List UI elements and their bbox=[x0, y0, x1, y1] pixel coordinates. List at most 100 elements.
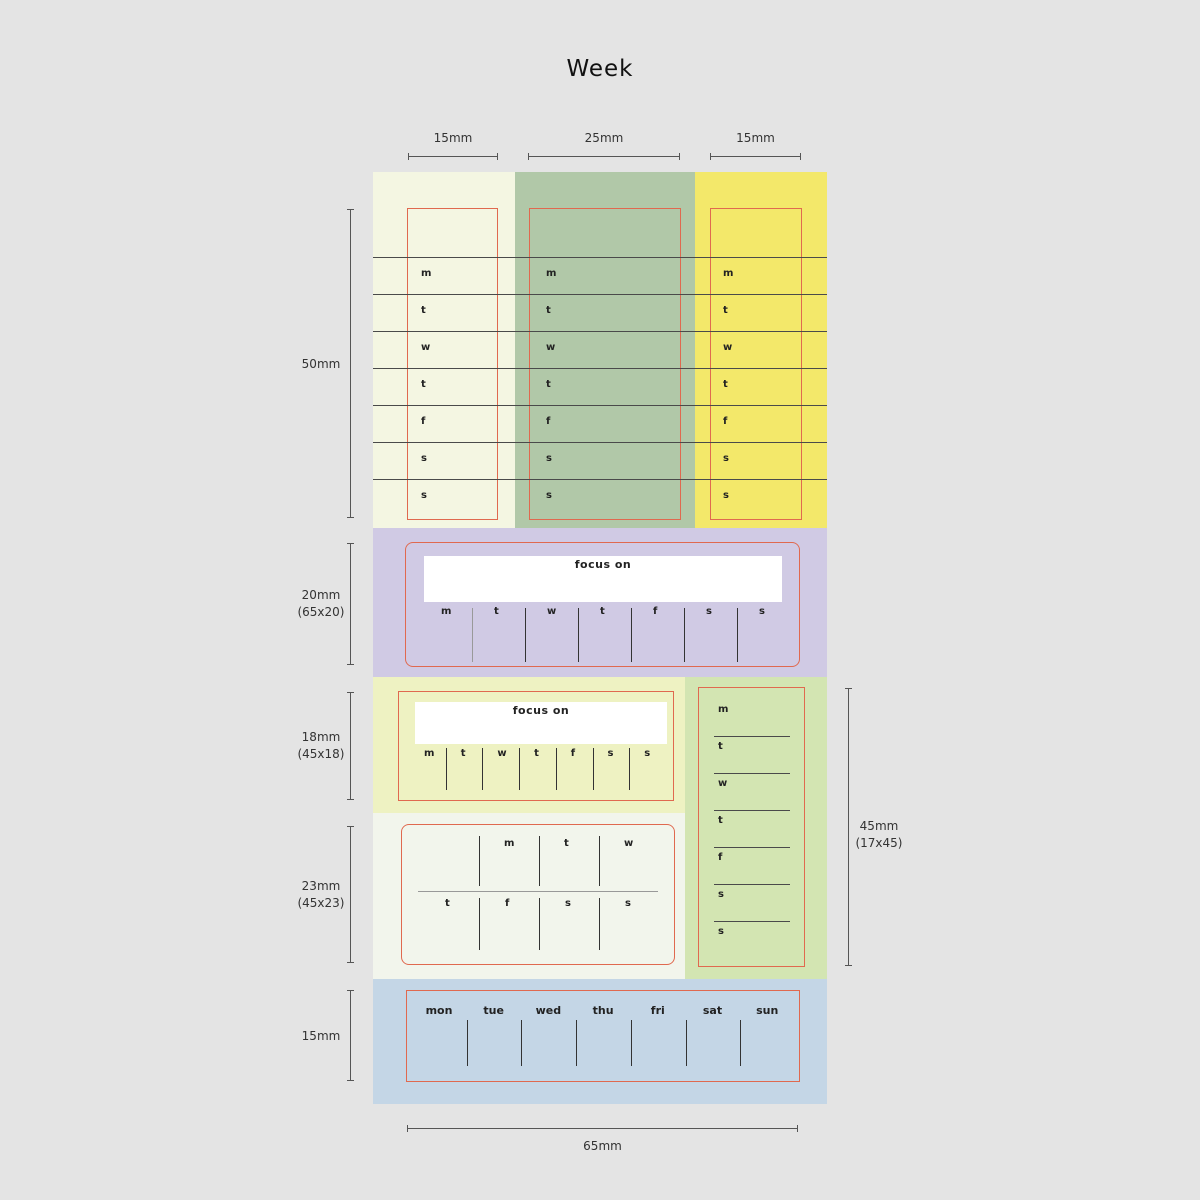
weekday-label-0: mon bbox=[425, 1004, 453, 1017]
focus-small-day-4: f bbox=[570, 748, 576, 759]
dim-right-sublabel: (17x45) bbox=[855, 836, 903, 850]
grid-panel bbox=[373, 813, 685, 979]
focus-wide-day-4: f bbox=[653, 606, 658, 617]
week-row-rule-5 bbox=[373, 442, 827, 443]
focus-small-day-5: s bbox=[607, 748, 614, 759]
week-column-cream-day-6: s bbox=[421, 490, 427, 501]
dim-right-line bbox=[845, 688, 852, 966]
grid-bottom-divider-1 bbox=[479, 898, 480, 950]
dim-line-mid bbox=[528, 153, 680, 160]
grid-bottom-day-1: f bbox=[505, 898, 510, 909]
focus-box-wide bbox=[424, 556, 782, 602]
focus-small-divider-5 bbox=[592, 748, 594, 790]
day-list-day-1: t bbox=[718, 741, 723, 752]
weekday-divider-6 bbox=[740, 1020, 742, 1066]
week-column-cream-day-5: s bbox=[421, 453, 427, 464]
day-list-rule-3 bbox=[714, 810, 790, 811]
dim-right-label: 45mm bbox=[859, 819, 899, 833]
grid-top-divider-2 bbox=[599, 836, 600, 886]
day-list-day-4: f bbox=[718, 852, 723, 863]
dim-row2-sublabel: (65x20) bbox=[297, 605, 345, 619]
grid-top-day-0: m bbox=[504, 838, 515, 849]
week-column-sage bbox=[515, 172, 695, 528]
day-list-rule-1 bbox=[714, 736, 790, 737]
focus-wide-divider-6 bbox=[737, 608, 738, 662]
dim-row3-sublabel: (45x18) bbox=[297, 747, 345, 761]
focus-small-day-0: m bbox=[424, 748, 435, 759]
day-list-panel bbox=[685, 677, 827, 979]
grid-bottom-day-2: s bbox=[565, 898, 571, 909]
week-column-yellow-day-0: m bbox=[723, 268, 734, 279]
focus-box-small bbox=[415, 702, 667, 744]
day-list-panel-frame bbox=[698, 687, 805, 967]
dim-line-left bbox=[408, 153, 498, 160]
grid-panel-divider bbox=[418, 891, 658, 892]
week-column-sage-day-3: t bbox=[546, 379, 551, 390]
week-row-rule-6 bbox=[373, 479, 827, 480]
dim-row4-line bbox=[347, 826, 354, 963]
grid-top-day-1: t bbox=[564, 838, 569, 849]
dim-bottom-line bbox=[407, 1125, 798, 1132]
weekday-divider-3 bbox=[576, 1020, 578, 1066]
focus-small-divider-1 bbox=[445, 748, 447, 790]
focus-panel-wide-frame bbox=[405, 542, 800, 667]
grid-top-divider-1 bbox=[539, 836, 540, 886]
weekday-panel bbox=[373, 979, 827, 1104]
focus-wide-day-6: s bbox=[759, 606, 765, 617]
focus-wide-day-0: m bbox=[441, 606, 452, 617]
focus-small-divider-6 bbox=[629, 748, 631, 790]
dim-row3-label: 18mm bbox=[301, 730, 341, 744]
day-list-rule-4 bbox=[714, 847, 790, 848]
focus-wide-divider-1 bbox=[472, 608, 473, 662]
week-column-yellow-day-4: f bbox=[723, 416, 728, 427]
dim-row4-sublabel: (45x23) bbox=[297, 895, 345, 910]
grid-panel-frame bbox=[401, 824, 675, 965]
weekday-divider-2 bbox=[521, 1020, 523, 1066]
week-column-cream-day-0: m bbox=[421, 268, 432, 279]
weekday-label-6: sun bbox=[756, 1004, 779, 1017]
day-list-day-5: s bbox=[718, 889, 724, 900]
focus-wide-divider-5 bbox=[684, 608, 685, 662]
focus-small-day-1: t bbox=[460, 748, 466, 759]
page-title: Week bbox=[566, 56, 634, 82]
grid-bottom-day-3: s bbox=[625, 898, 631, 909]
week-column-yellow-day-5: s bbox=[723, 453, 729, 464]
dim-label-right: 15mm bbox=[736, 131, 775, 145]
focus-wide-divider-3 bbox=[578, 608, 579, 662]
week-column-sage-frame bbox=[529, 208, 681, 520]
week-column-cream-frame bbox=[407, 208, 498, 520]
week-column-yellow-day-6: s bbox=[723, 490, 729, 501]
weekday-panel-frame bbox=[406, 990, 800, 1082]
week-column-sage-day-1: t bbox=[546, 305, 551, 316]
grid-bottom-divider-2 bbox=[539, 898, 540, 950]
dim-label-mid: 25mm bbox=[584, 131, 624, 145]
focus-label-small: focus on bbox=[512, 704, 570, 717]
weekday-divider-5 bbox=[685, 1020, 687, 1066]
focus-wide-day-2: w bbox=[547, 606, 557, 617]
grid-top-divider-0 bbox=[479, 836, 480, 886]
dim-bottom-label: 65mm bbox=[583, 1139, 622, 1153]
weekday-label-3: thu bbox=[592, 1004, 614, 1017]
focus-wide-divider-4 bbox=[631, 608, 632, 662]
focus-wide-divider-2 bbox=[525, 608, 526, 662]
week-column-cream bbox=[373, 172, 515, 528]
week-column-sage-day-6: s bbox=[546, 490, 552, 501]
dim-row1-label: 50mm bbox=[301, 356, 341, 371]
week-column-sage-day-5: s bbox=[546, 453, 552, 464]
weekday-label-1: tue bbox=[483, 1004, 504, 1017]
week-row-rule-4 bbox=[373, 405, 827, 406]
day-list-rule-6 bbox=[714, 921, 790, 922]
grid-top-day-2: w bbox=[624, 838, 634, 849]
focus-wide-day-3: t bbox=[600, 606, 605, 617]
focus-small-divider-2 bbox=[482, 748, 484, 790]
week-column-yellow-day-1: t bbox=[723, 305, 728, 316]
week-row-rule-2 bbox=[373, 331, 827, 332]
day-list-day-6: s bbox=[718, 926, 724, 937]
focus-panel-small bbox=[373, 677, 685, 813]
dim-row5-line bbox=[347, 990, 354, 1081]
week-column-cream-day-4: f bbox=[421, 416, 426, 427]
grid-bottom-day-0: t bbox=[445, 898, 450, 909]
week-row-rule-3 bbox=[373, 368, 827, 369]
dim-row3-line bbox=[347, 692, 354, 800]
dim-row4-label: 23mm bbox=[301, 878, 341, 893]
